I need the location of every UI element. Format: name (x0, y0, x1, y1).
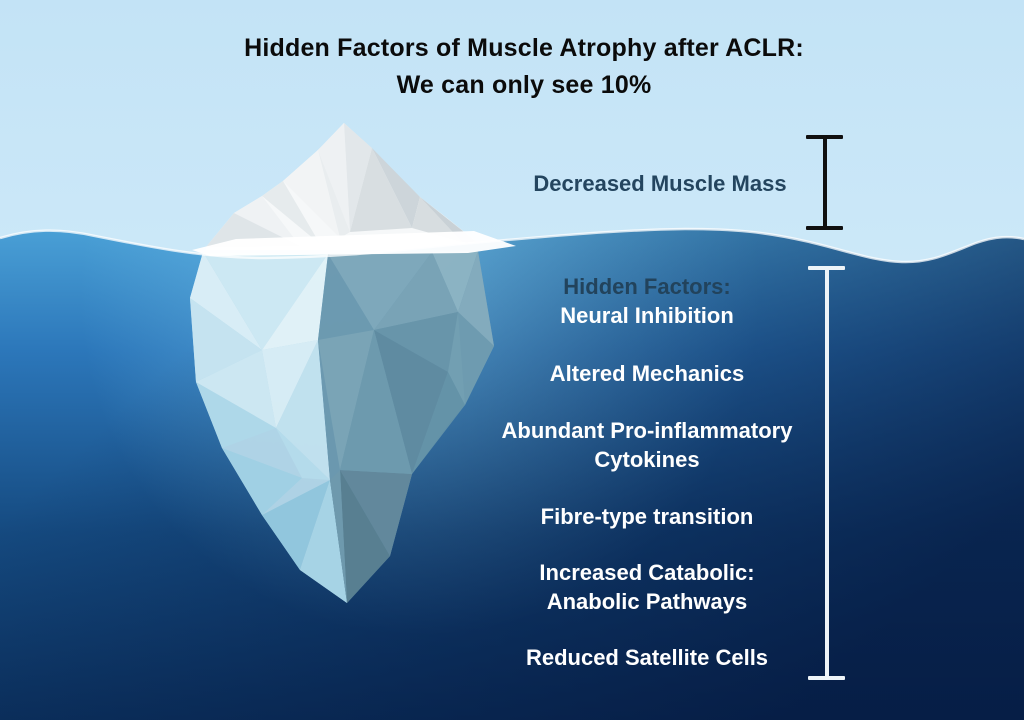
iceberg-waterline-band (192, 231, 516, 256)
visible-extent-bracket (806, 135, 843, 230)
page-title: Hidden Factors of Muscle Atrophy after A… (174, 30, 874, 104)
factor-block-fibre-type-transition: Fibre-type transition (457, 502, 837, 531)
factor-line: Altered Mechanics (549, 361, 745, 386)
factor-line: Fibre-type transition (540, 504, 754, 529)
bracket-bottom-cap (808, 676, 845, 680)
decreased-muscle-mass-label: Decreased Muscle Mass (533, 171, 787, 196)
hidden-factors-heading: Hidden Factors: (563, 274, 731, 299)
factor-block-reduced-satellite-cells: Reduced Satellite Cells (457, 643, 837, 672)
factor-line: Cytokines (594, 447, 700, 472)
factor-line: Anabolic Pathways (546, 589, 748, 614)
iceberg-above-water (206, 123, 478, 250)
iceberg-below-water (190, 231, 516, 603)
factor-line: Neural Inhibition (560, 303, 734, 328)
bracket-stem (822, 135, 827, 230)
factor-line: Reduced Satellite Cells (525, 645, 769, 670)
factor-line: Increased Catabolic: (539, 560, 755, 585)
factor-block-neural-inhibition: Hidden Factors: Neural Inhibition (457, 272, 837, 330)
factor-line: Abundant Pro-inflammatory (501, 418, 793, 443)
title-line-1: Hidden Factors of Muscle Atrophy after A… (244, 34, 804, 62)
factor-block-proinflammatory-cytokines: Abundant Pro-inflammatory Cytokines (457, 416, 837, 474)
waterline-foam (0, 227, 1024, 264)
title-line-2: We can only see 10% (396, 71, 652, 99)
bracket-stem (824, 266, 829, 680)
hidden-extent-bracket (808, 266, 845, 680)
factor-block-catabolic-anabolic: Increased Catabolic: Anabolic Pathways (457, 558, 837, 616)
factor-block-altered-mechanics: Altered Mechanics (457, 359, 837, 388)
bracket-bottom-cap (806, 226, 843, 230)
